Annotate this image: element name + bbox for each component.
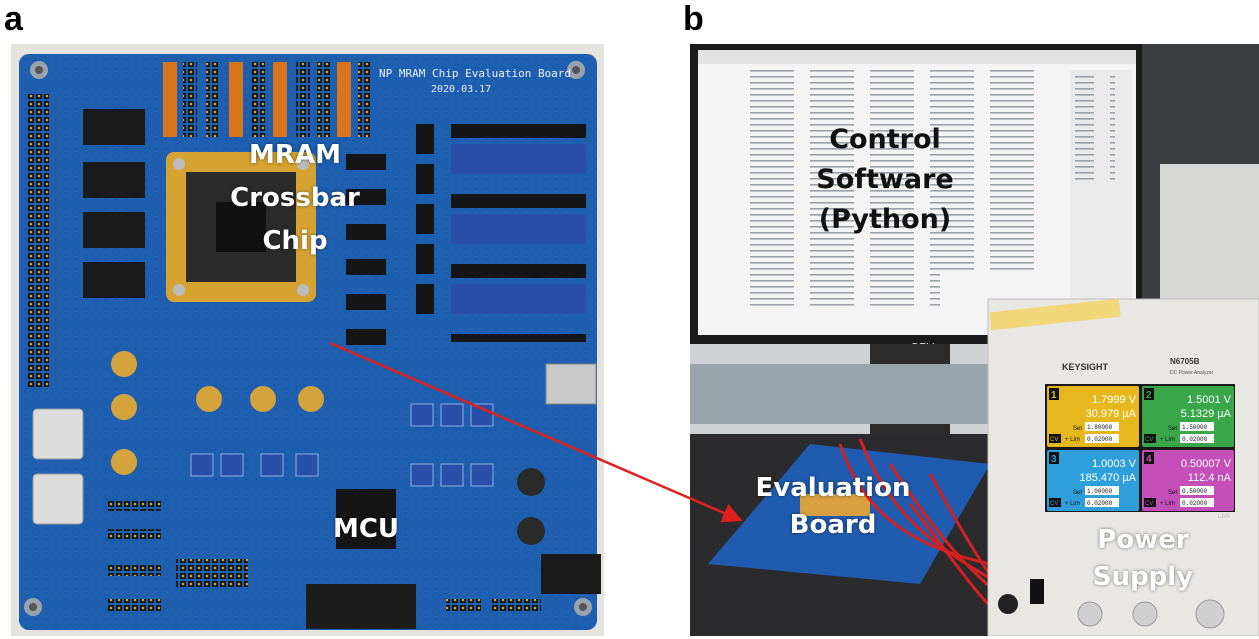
panel-letter-b: b [683,0,704,38]
mram-crossbar-chip-label: MRAM Crossbar Chip [230,140,360,256]
channel-2-lim-label: + Lim [1160,437,1175,443]
ps-lan: LAN [1218,514,1230,520]
channel-3-current: 185.470 µA [1080,472,1137,484]
channel-3-lim-value: 0.02000 [1087,500,1113,507]
channel-1-voltage: 1.7999 V [1092,394,1137,406]
channel-3-set-box [1085,486,1119,495]
channel-2-voltage: 1.5001 V [1187,394,1232,406]
channel-3-num-box [1049,452,1059,464]
channel-4-bg [1142,450,1234,511]
oscillator [32,408,84,460]
channel-2-number: 2 [1146,390,1152,401]
channel-4-set-value: 0.50000 [1182,488,1208,495]
evaluation-board-label: Evaluation Board [755,473,911,540]
channel-1-lim-value: 0.02000 [1087,436,1113,443]
channel-4-lim-box [1180,498,1214,507]
channel-4-num-box [1144,452,1154,464]
channel-3-set-label: Set [1073,490,1082,496]
jumper-blocks [346,124,434,345]
channel-3-number: 3 [1051,454,1057,465]
channel-3-voltage: 1.0003 V [1092,458,1137,470]
trimmer-potentiometers [451,124,586,342]
channel-3-bg [1047,450,1139,511]
ps-model-sub: DC Power Analyzer [1170,370,1214,376]
channel-1-bg [1047,386,1139,447]
left-pin-header [27,94,49,389]
channel-1-mode: CV [1050,437,1058,443]
ps-model: N6705B [1170,357,1200,366]
evaluation-board-illustration: NP MRAM Chip Evaluation Board 2020.03.17 [11,44,604,636]
top-headers [163,62,372,137]
channel-3-set-value: 1.00000 [1087,488,1113,495]
channel-1-number: 1 [1051,390,1057,401]
power-supply-label: Power Supply [1092,525,1194,592]
lab-setup-illustration: DELL KEYSIGHT N6705B DC Power Analyzer L… [690,44,1259,636]
channel-4-set-box [1180,486,1214,495]
channel-1-lim-label: + Lim [1065,437,1080,443]
channel-2-bg [1142,386,1234,447]
channel-1-set-box [1085,422,1119,431]
channel-3-lim-label: + Lim [1065,501,1080,507]
channel-2-mode: CV [1145,437,1153,443]
channel-2-current: 5.1329 µA [1181,408,1232,420]
channel-2-set-value: 1.50000 [1182,424,1208,431]
lab-setup-photo: DELL KEYSIGHT N6705B DC Power Analyzer L… [690,44,1259,636]
channel-4-mode-box [1144,498,1156,507]
channel-4-current: 112.4 nA [1188,472,1232,484]
keysight-brand: KEYSIGHT [1062,362,1109,372]
left-ics [83,109,145,298]
channel-2-set-box [1180,422,1214,431]
evaluation-board-photo: NP MRAM Chip Evaluation Board 2020.03.17 [11,44,604,636]
sma-connectors [111,351,324,475]
channel-1-set-label: Set [1073,426,1082,432]
channel-2-num-box [1144,388,1154,400]
control-software-label: Control Software (Python) [816,124,954,235]
channel-1-lim-box [1085,434,1119,443]
channel-2-lim-box [1180,434,1214,443]
panel-letter-a: a [4,0,23,38]
channel-4-number: 4 [1146,454,1152,465]
channel-4-mode: CV [1145,501,1153,507]
channel-1-set-value: 1.80000 [1087,424,1113,431]
channel-1-mode-box [1049,434,1061,443]
channel-4-voltage: 0.50007 V [1181,458,1232,470]
channel-3-lim-box [1085,498,1119,507]
channel-3-mode: CV [1050,501,1058,507]
channel-2-set-label: Set [1168,426,1177,432]
channel-2-lim-value: 0.02000 [1182,436,1208,443]
channel-4-lim-label: + Lim [1160,501,1175,507]
channel-4-lim-value: 0.02000 [1182,500,1208,507]
board-date: 2020.03.17 [431,84,491,95]
channel-2-mode-box [1144,434,1156,443]
mcu-label: MCU [332,514,400,544]
channel-4-set-label: Set [1168,490,1177,496]
board-title: NP MRAM Chip Evaluation Board [379,67,571,80]
mram-chip [216,202,266,252]
channel-1-current: 30.979 µA [1086,408,1137,420]
channel-3-mode-box [1049,498,1061,507]
channel-1-num-box [1049,388,1059,400]
